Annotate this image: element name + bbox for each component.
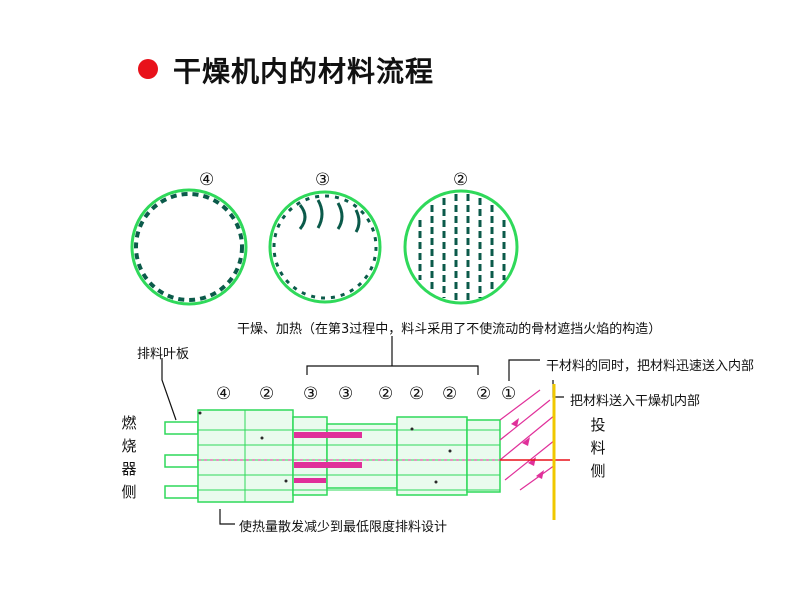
dry-material-note: 干材料的同时，把材料迅速送入内部 xyxy=(546,359,755,374)
cross-section-3 xyxy=(268,190,382,304)
zone-label: ② xyxy=(259,384,275,404)
circle-label-4: ④ xyxy=(199,170,215,190)
circle-label-2: ② xyxy=(453,170,469,190)
zone-label: ③ xyxy=(303,384,319,404)
heat-loss-note: 使热量散发减少到最低限度排料设计 xyxy=(239,520,448,535)
material-dots xyxy=(198,411,452,484)
circle-label-3: ③ xyxy=(315,170,331,190)
burner-pipes xyxy=(164,421,199,499)
zone-label: ② xyxy=(378,384,394,404)
cross-section-2 xyxy=(403,189,519,305)
zone-label: ② xyxy=(476,384,492,404)
hot-zone-3 xyxy=(294,432,362,483)
burner-side-label: 燃烧器侧 xyxy=(121,414,137,501)
zone-label: ② xyxy=(442,384,458,404)
title-bullet xyxy=(138,59,158,79)
zone-label: ④ xyxy=(216,384,232,404)
zone-label: ③ xyxy=(338,384,354,404)
zone-label: ② xyxy=(409,384,425,404)
heating-note: 干燥、加热（在第3过程中，料斗采用了不使流动的骨材遮挡火焰的构造） xyxy=(237,322,662,337)
zone-label: ① xyxy=(501,384,517,404)
discharge-blade-label: 排料叶板 xyxy=(137,347,190,362)
feed-side-label: 投料侧 xyxy=(590,416,606,480)
cross-section-4 xyxy=(130,188,248,306)
drum-sections xyxy=(197,409,501,503)
page-title: 干燥机内的材料流程 xyxy=(173,55,435,88)
feed-inside-note: 把材料送入干燥机内部 xyxy=(570,394,701,409)
